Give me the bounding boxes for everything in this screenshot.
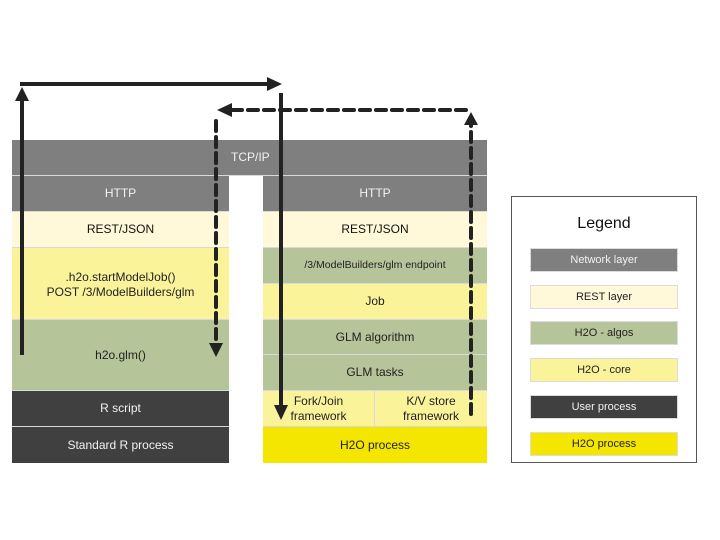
legend-item-label: Network layer [570,254,638,266]
client-rscript-layer: R script [12,391,229,427]
client-glm-layer: h2o.glm() [12,320,229,391]
server-job-label: Job [365,294,385,308]
server-glm-tasks-label: GLM tasks [346,365,404,379]
server-forkjoin-layer: Fork/Join framework [263,391,375,427]
legend-item-algos: H2O - algos [530,321,678,345]
server-forkjoin-label: Fork/Join framework [290,393,347,423]
response-up-arrowhead [464,112,478,125]
client-rest-layer: REST/JSON [12,212,229,248]
server-endpoint-label: /3/ModelBuilders/glm endpoint [304,258,446,271]
legend-item-label: H2O process [571,438,637,450]
server-http-layer: HTTP [263,176,487,212]
server-rest-label: REST/JSON [341,222,409,236]
server-rest-layer: REST/JSON [263,212,487,248]
server-kvstore-label: K/V store framework [402,393,459,423]
request-up-arrowhead [15,87,29,101]
server-process-label: H2O process [339,437,411,452]
legend-item-network: Network layer [530,248,678,272]
client-process-label: Standard R process [67,437,174,452]
legend-item-h2o-process: H2O process [530,432,678,456]
tcpip-layer: TCP/IP [12,140,487,176]
client-rest-label: REST/JSON [86,222,155,236]
legend-item-rest: REST layer [530,285,678,309]
server-process-layer: H2O process [263,427,487,463]
legend-item-label: REST layer [575,291,633,303]
tcpip-label: TCP/IP [231,150,270,164]
server-http-label: HTTP [359,186,391,200]
client-http-layer: HTTP [12,176,229,212]
legend-item-core: H2O - core [530,358,678,382]
legend-item-user-process: User process [530,395,678,419]
client-http-label: HTTP [104,186,137,200]
legend-item-label: User process [571,401,637,413]
legend-title: Legend [577,215,631,232]
server-glm-algorithm-layer: GLM algorithm [263,320,487,355]
client-call-layer: .h2o.startModelJob() POST /3/ModelBuilde… [12,248,229,320]
client-glm-label: h2o.glm() [95,347,146,362]
legend-item-label: H2O - algos [574,327,634,339]
server-endpoint-layer: /3/ModelBuilders/glm endpoint [263,248,487,284]
legend-item-label: H2O - core [577,364,631,376]
response-across-arrowhead [217,103,232,117]
server-job-layer: Job [263,284,487,320]
client-process-layer: Standard R process [12,427,229,463]
client-rscript-label: R script [100,401,141,415]
request-across-arrowhead [267,77,282,91]
server-glm-algorithm-label: GLM algorithm [335,329,415,344]
server-glm-tasks-layer: GLM tasks [263,355,487,391]
server-kvstore-layer: K/V store framework [375,391,487,427]
legend: Legend Network layer REST layer H2O - al… [511,196,697,463]
client-call-label: .h2o.startModelJob() POST /3/ModelBuilde… [46,269,195,299]
